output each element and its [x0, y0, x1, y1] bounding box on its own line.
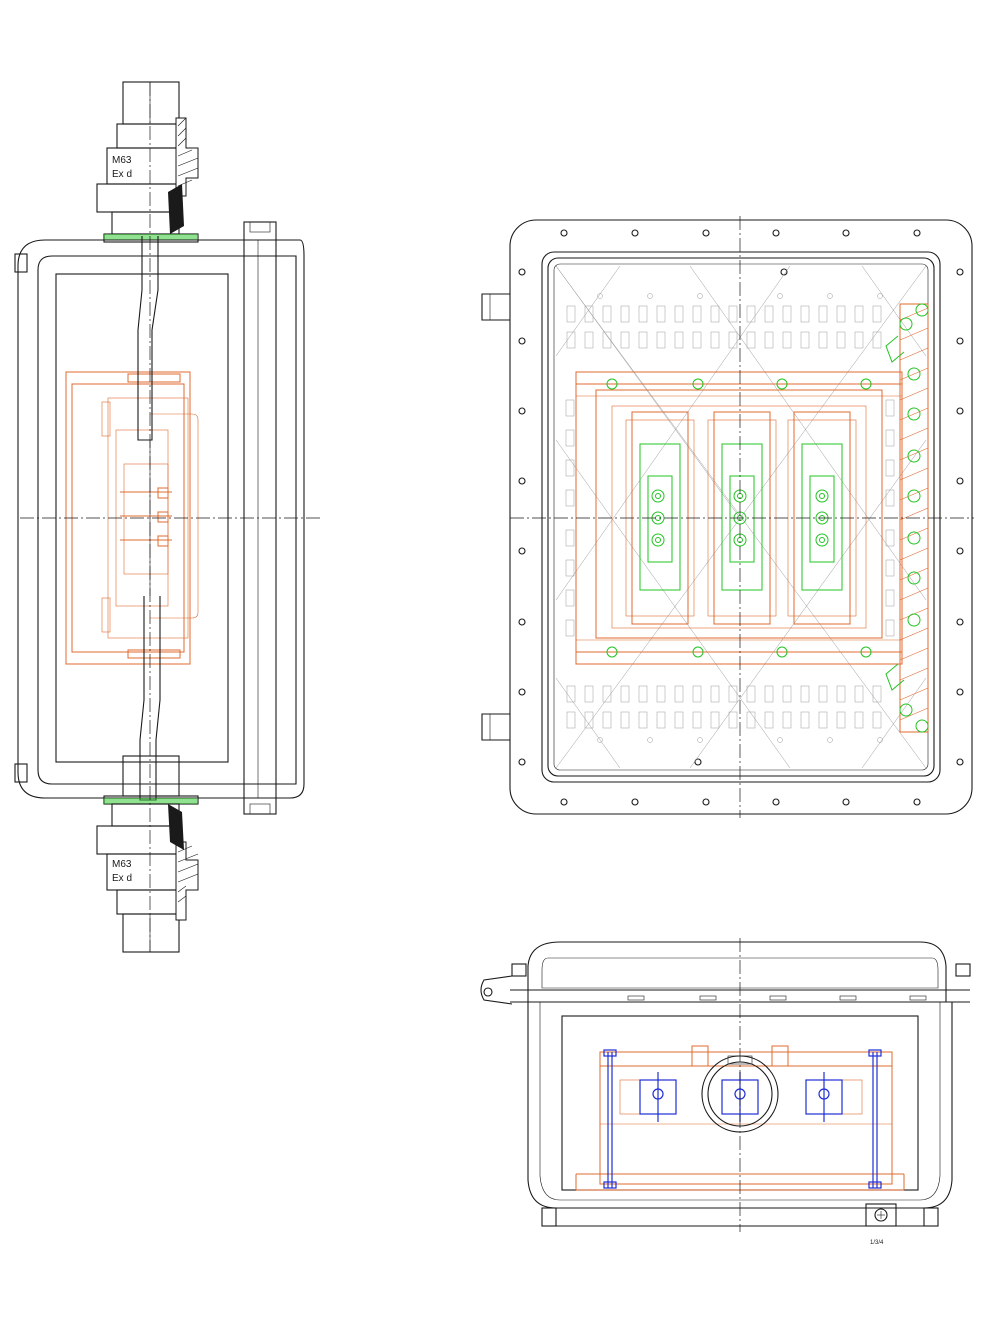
svg-text:M63: M63	[112, 155, 132, 166]
cable-gland-top	[96, 81, 199, 243]
side-section-view: M63 Ex d	[14, 81, 320, 953]
enclosure-end-outline	[480, 941, 971, 1227]
terminal-frame-front	[575, 371, 903, 665]
end-section-view: 1/3/4	[480, 938, 971, 1246]
terminal-frame-end	[575, 1045, 905, 1191]
enclosure-front-outline	[481, 219, 973, 815]
rail-screws	[606, 378, 872, 658]
gland-label-bottom: M63 Ex d	[112, 859, 132, 884]
svg-text:Ex d: Ex d	[112, 169, 132, 180]
terminal-studs	[639, 1072, 843, 1122]
earth-bar	[885, 303, 929, 733]
svg-text:M63: M63	[112, 859, 132, 870]
tie-rods	[603, 1049, 882, 1189]
cover-bolts	[518, 229, 964, 806]
view-tag: 1/3/4	[870, 1240, 884, 1246]
mounting-plate-pattern	[555, 265, 927, 769]
gland-label-top: M63 Ex d	[112, 155, 132, 180]
front-view	[481, 216, 974, 818]
svg-text:Ex d: Ex d	[112, 873, 132, 884]
cable-gland-bottom	[96, 755, 199, 953]
